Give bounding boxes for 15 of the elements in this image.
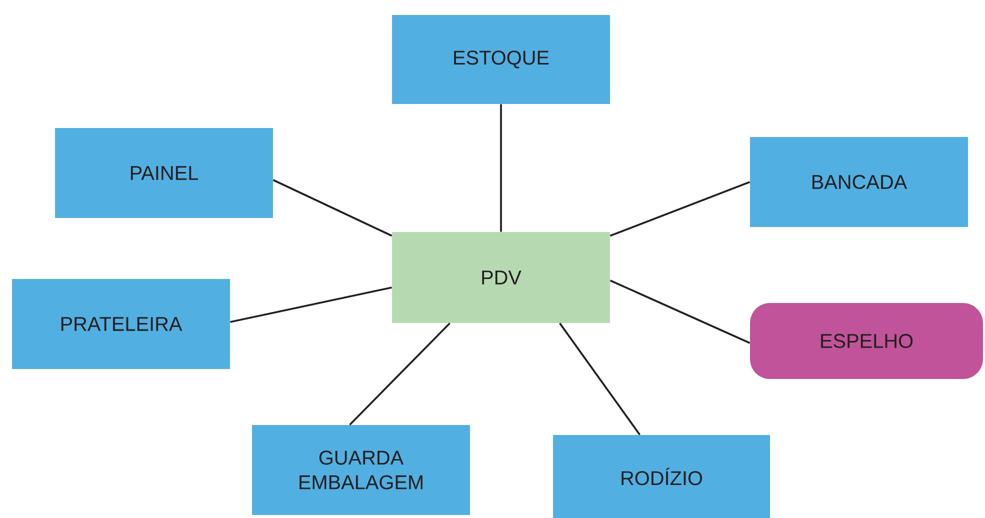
connector-line (272, 179, 392, 237)
process-box: PAINEL (55, 128, 273, 218)
connector-line (610, 280, 750, 344)
connector-line (559, 322, 641, 436)
process-box: PRATELEIRA (12, 278, 230, 369)
connector-line (230, 286, 392, 323)
process-box: ESTOQUE (392, 15, 610, 104)
process-box: GUARDA EMBALAGEM (252, 424, 470, 515)
connector-line (349, 322, 450, 426)
connector-line (500, 104, 502, 232)
rounded-box: ESPELHO (750, 302, 983, 379)
process-box: RODÍZIO (553, 434, 770, 518)
connector-line (610, 181, 750, 237)
process-box: BANCADA (750, 137, 968, 227)
central-box: PDV (392, 232, 610, 323)
